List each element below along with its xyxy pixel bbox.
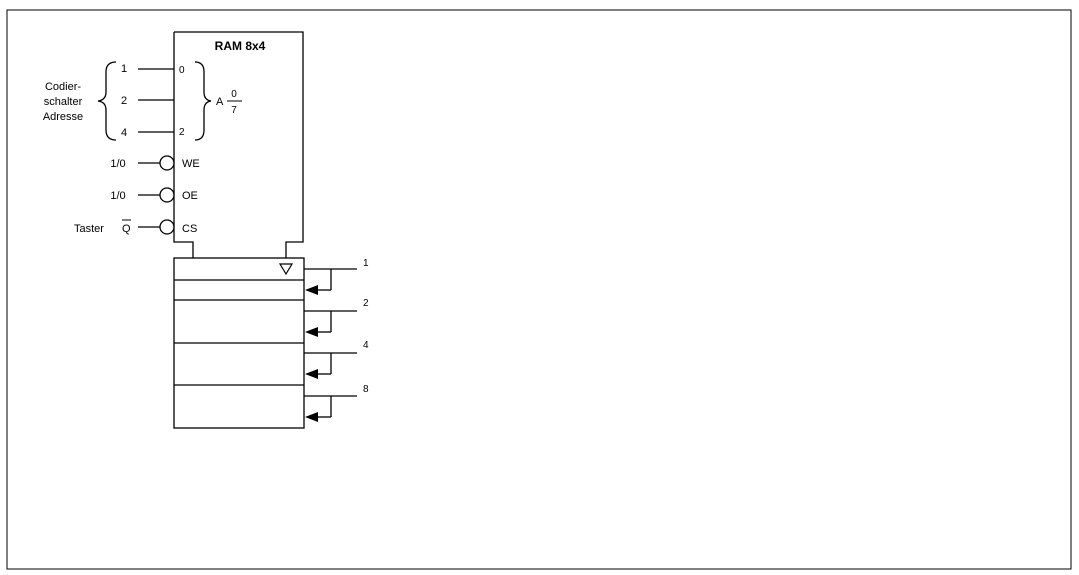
output-weight-8: 8: [363, 384, 369, 395]
oe-source: 1/0: [110, 190, 125, 202]
diagram-frame: [6, 9, 1072, 570]
arrow-left-icon: [305, 285, 318, 295]
output-bit-1: 1: [304, 258, 369, 295]
output-weight-1: 1: [363, 258, 369, 269]
address-range-top: 0: [231, 89, 237, 100]
arrow-left-icon: [305, 369, 318, 379]
inverter-bubble-icon: [159, 219, 175, 235]
we-source: 1/0: [110, 158, 125, 170]
switch-weight-2: 2: [121, 95, 127, 107]
address-pin-2: 2: [179, 127, 185, 138]
switch-weight-4: 4: [121, 127, 127, 139]
arrow-left-icon: [305, 327, 318, 337]
address-range-bottom: 7: [231, 105, 237, 116]
right-brace: [194, 61, 212, 141]
oe-pin: OE: [182, 190, 198, 202]
ram-block: [173, 31, 304, 258]
we-pin: WE: [182, 158, 200, 170]
ram-title: RAM 8x4: [215, 39, 266, 53]
control-oe: 1/0 OE: [110, 187, 198, 203]
control-we: 1/0 WE: [110, 155, 200, 171]
output-bit-4: 4: [304, 340, 369, 379]
output-weight-4: 4: [363, 340, 369, 351]
inverter-bubble-icon: [159, 155, 175, 171]
control-cs: Taster Q CS: [74, 219, 197, 235]
switch-label-line-2: schalter: [44, 96, 83, 108]
output-bit-2: 2: [304, 298, 369, 337]
switch-weight-1: 1: [121, 63, 127, 75]
left-brace: [97, 61, 117, 141]
output-register-stack: [173, 257, 305, 429]
inverter-bubble-icon: [159, 187, 175, 203]
switch-label-line-3: Adresse: [43, 111, 83, 123]
tristate-triangle-icon: [278, 263, 294, 276]
coding-switch-group: Codier- schalter Adresse 1 2 4: [43, 61, 174, 141]
output-bit-8: 8: [304, 384, 369, 422]
cs-pin: CS: [182, 223, 197, 235]
output-weight-2: 2: [363, 298, 369, 309]
cs-source: Taster: [74, 223, 104, 235]
address-pin-0: 0: [179, 65, 185, 76]
cs-source-signal: Q: [122, 223, 131, 235]
arrow-left-icon: [305, 412, 318, 422]
switch-label-line-1: Codier-: [45, 81, 81, 93]
address-label: A: [216, 96, 224, 108]
